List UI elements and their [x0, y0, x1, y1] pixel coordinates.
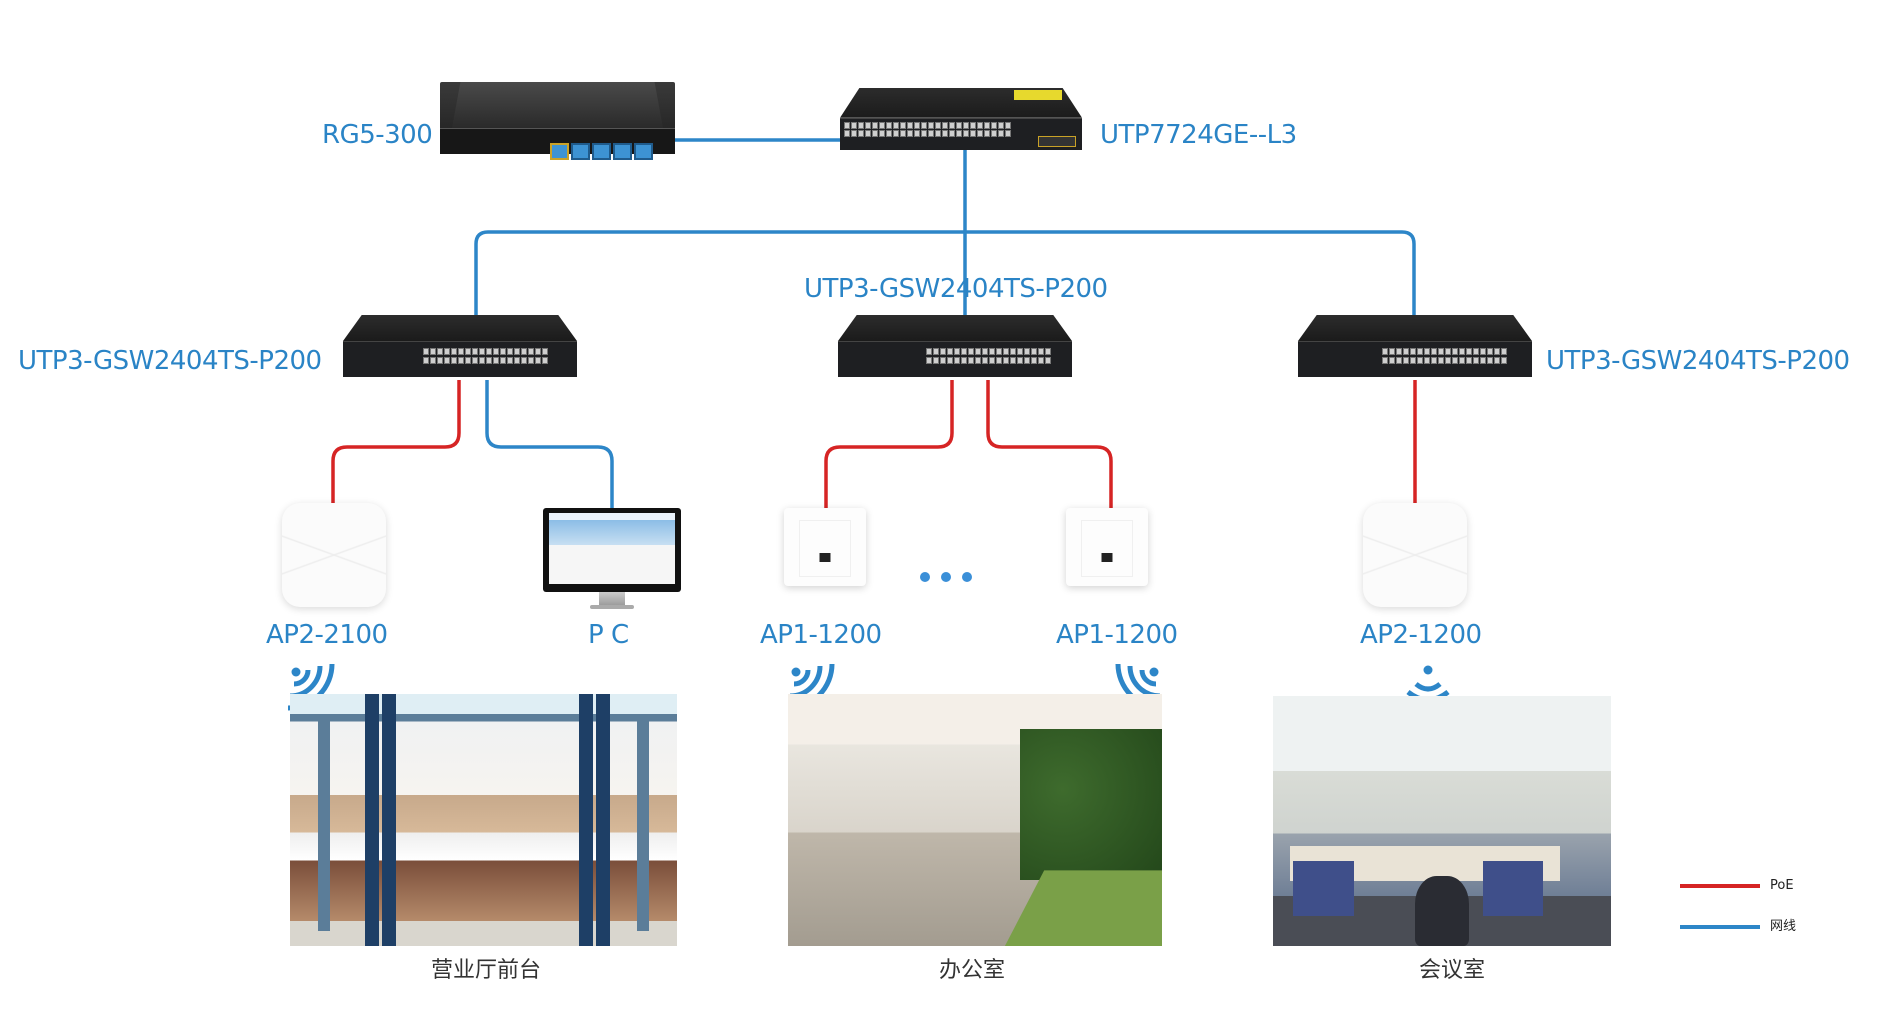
legend-poe-swatch [1680, 884, 1760, 888]
wall-ap-icon [784, 508, 866, 586]
core-switch-icon [840, 88, 1082, 150]
poe-left-switch-to-ap2-2100 [331, 380, 461, 505]
endpoint-label-ap1-1200-right: AP1-1200 [1056, 620, 1178, 650]
access-switch-right-icon [1298, 315, 1532, 377]
ellipsis-dot [920, 572, 930, 582]
core-switch-label: UTP7724GE--L3 [1100, 120, 1297, 150]
ellipsis-dot [941, 572, 951, 582]
ceiling-ap-icon [1363, 503, 1467, 607]
open-office-photo [788, 694, 1162, 946]
ceiling-ap-icon [282, 503, 386, 607]
wire-core-to-left-switch [474, 230, 965, 318]
gateway-label: RG5-300 [322, 120, 433, 150]
meeting-room-photo [1273, 696, 1611, 946]
more-devices-ellipsis-icon [920, 572, 972, 582]
endpoint-label-ap2-1200: AP2-1200 [1360, 620, 1482, 650]
poe-center-switch-to-ap1-right [986, 380, 1113, 512]
access-switch-left-label: UTP3-GSW2404TS-P200 [18, 346, 322, 376]
access-switch-left-icon [343, 315, 577, 377]
legend-ethernet-label: 网线 [1770, 919, 1797, 934]
router-icon [440, 82, 675, 160]
endpoint-label-ap1-1200-left: AP1-1200 [760, 620, 882, 650]
room-label-reception: 营业厅前台 [430, 958, 542, 983]
access-switch-center-label: UTP3-GSW2404TS-P200 [804, 274, 1108, 304]
endpoint-label-ap2-2100: AP2-2100 [266, 620, 388, 650]
legend-poe-label: PoE [1770, 878, 1794, 893]
ellipsis-dot [962, 572, 972, 582]
room-label-office: 办公室 [938, 958, 1006, 983]
wall-ap-icon [1066, 508, 1148, 586]
wire-left-switch-to-pc [485, 380, 614, 510]
wire-core-to-right-switch [965, 230, 1416, 318]
reception-lobby-photo [290, 694, 677, 946]
room-label-meeting: 会议室 [1418, 958, 1486, 983]
legend-ethernet-swatch [1680, 925, 1760, 929]
endpoint-label-pc: P C [588, 620, 629, 650]
access-switch-right-label: UTP3-GSW2404TS-P200 [1546, 346, 1850, 376]
access-switch-center-icon [838, 315, 1072, 377]
poe-center-switch-to-ap1-left [824, 380, 954, 512]
pc-monitor-icon [543, 508, 681, 612]
